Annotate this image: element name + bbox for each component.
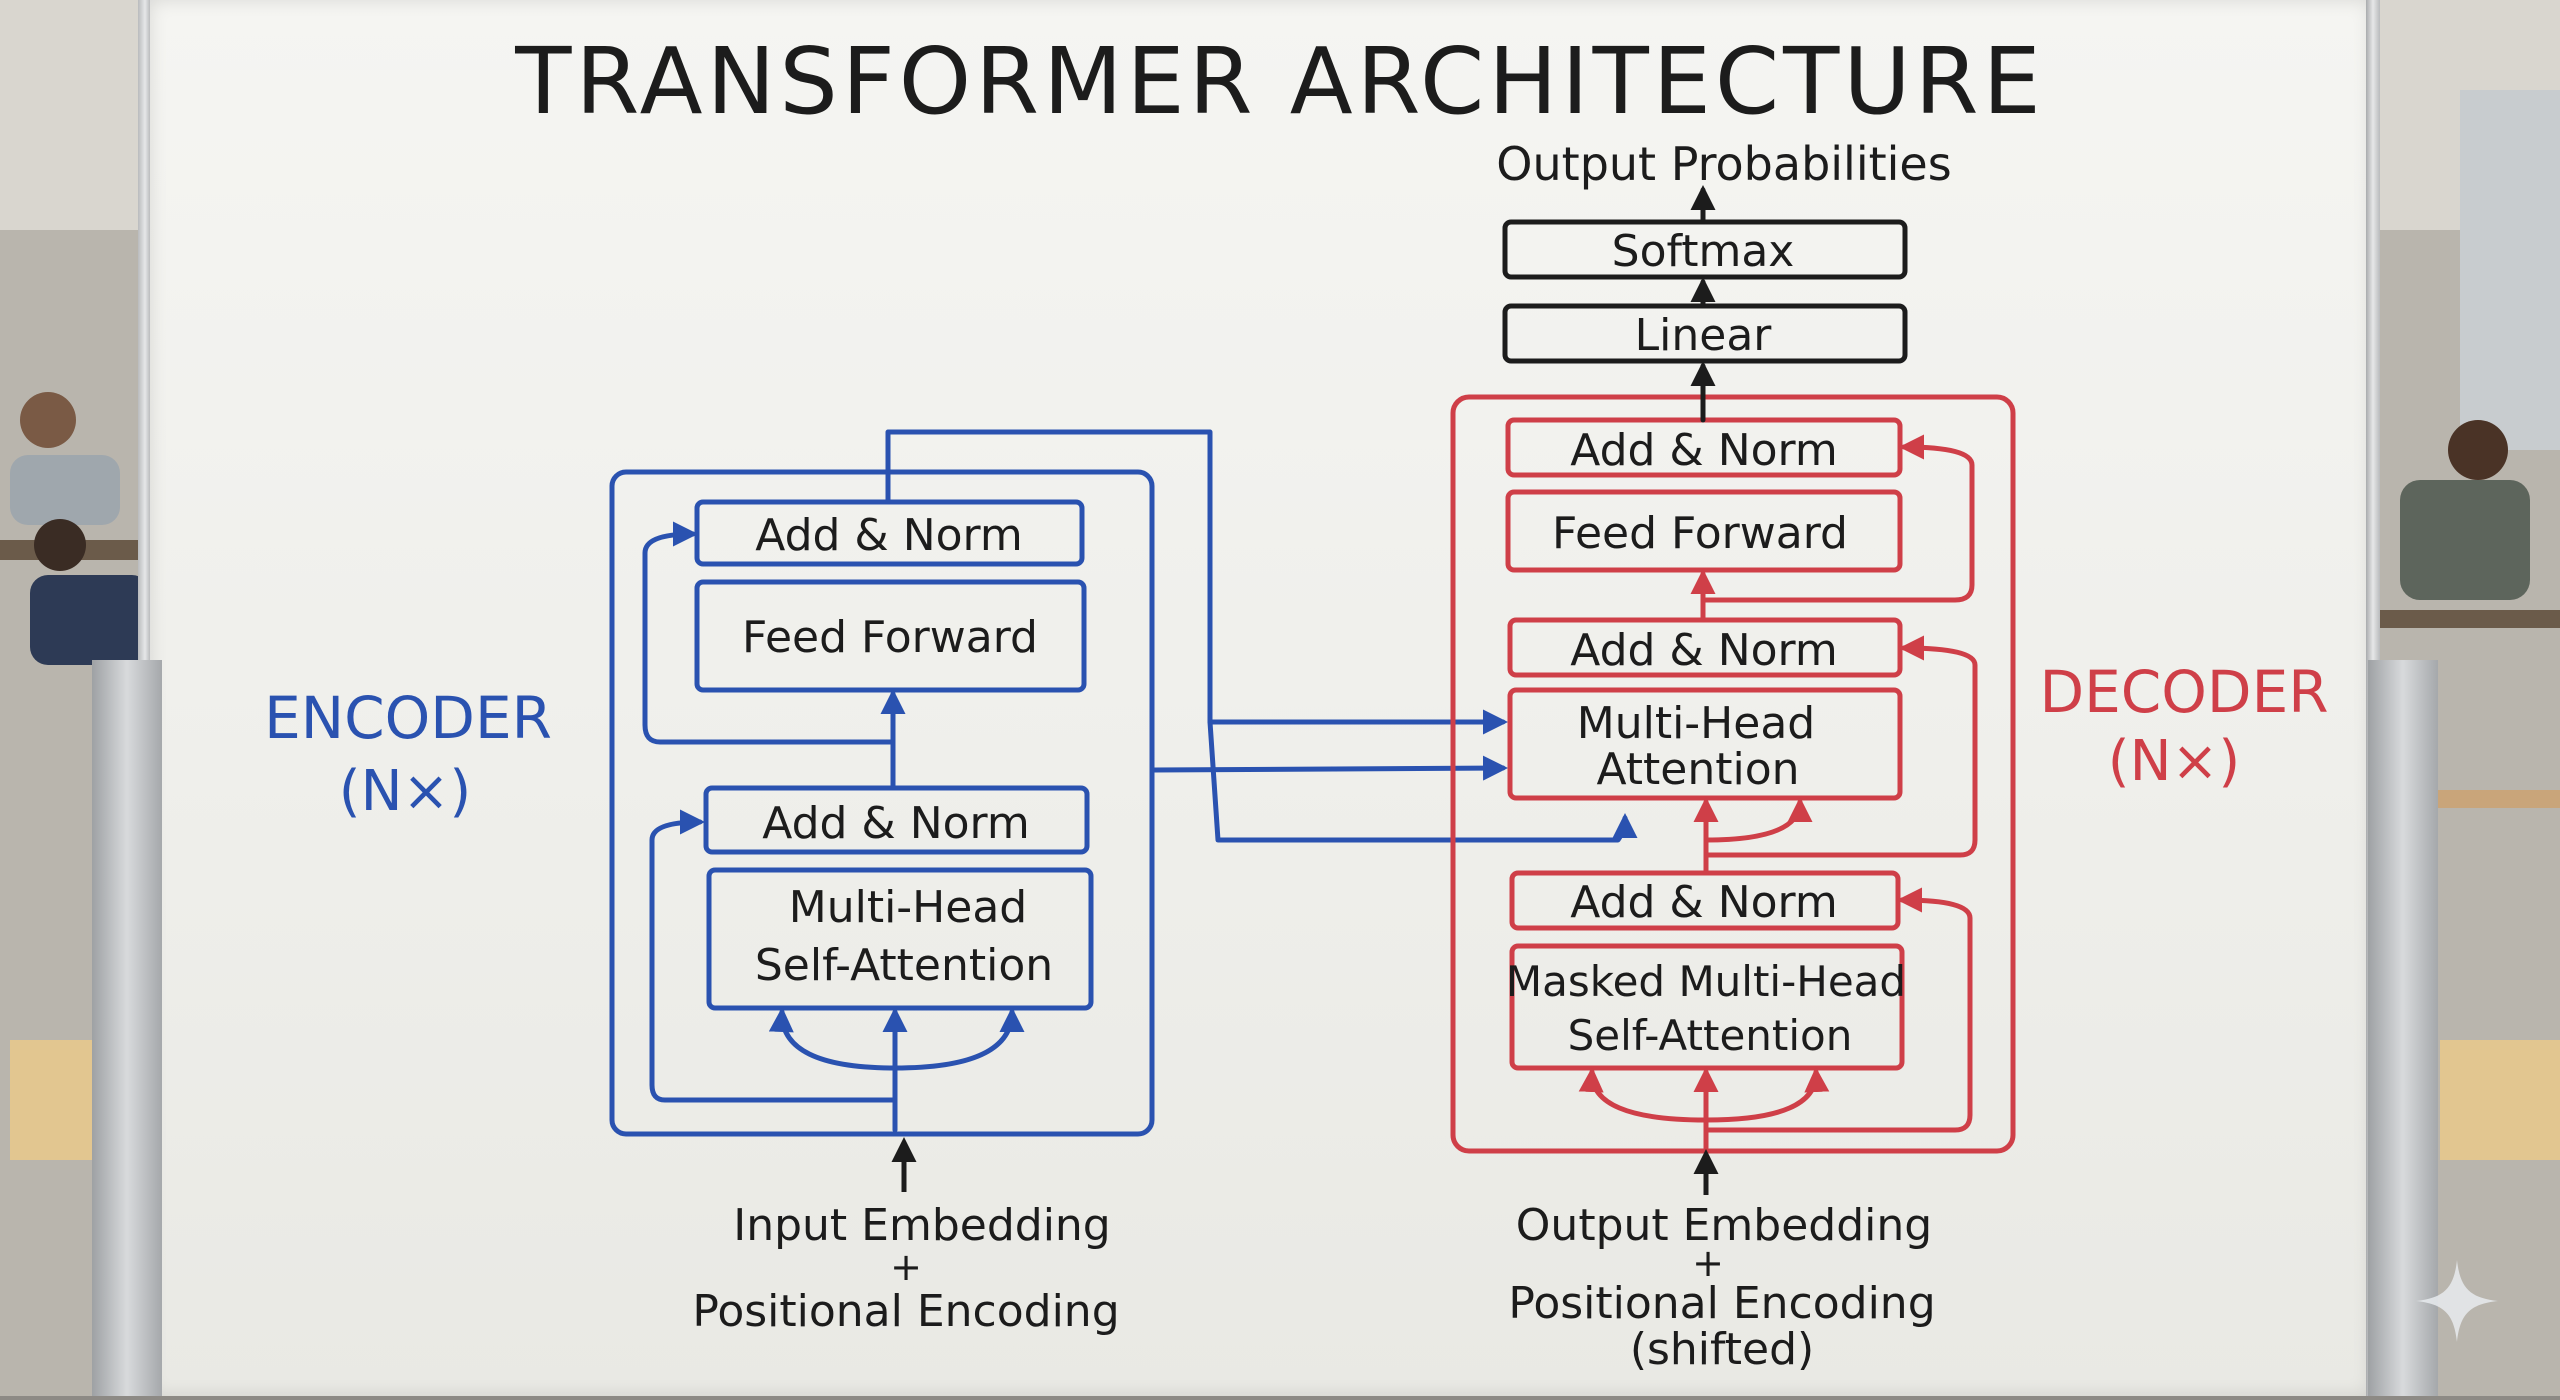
decoder-query-right [1703, 797, 1813, 843]
encoder-residual-bottom [649, 809, 898, 1103]
diagram-title: TRANSFORMER ARCHITECTURE [515, 28, 2045, 135]
decoder-labels: Add & Norm Feed Forward Add & Norm Multi… [1506, 425, 2329, 1375]
decoder-cross-attention-line2: Attention [1596, 744, 1799, 795]
encoder-input-line2: Positional Encoding [692, 1286, 1119, 1337]
output-head [1502, 185, 1908, 423]
decoder-masked-attention-line1: Masked Multi-Head [1506, 957, 1906, 1006]
encoder-residual-top [642, 521, 896, 745]
encoder-input-plus: + [890, 1245, 922, 1289]
encoder-labels: Add & Norm Feed Forward Add & Norm Multi… [264, 510, 1120, 1337]
decoder-stack [1450, 394, 2016, 1154]
encoder-repeat: (N×) [339, 759, 472, 824]
encoder-output-low [1207, 719, 1638, 843]
decoder-add-norm-bottom-label: Add & Norm [1570, 877, 1837, 928]
encoder-qkv-left [768, 1007, 898, 1071]
decoder-qkv-right [1703, 1067, 1830, 1123]
decoder-feed-forward-label: Feed Forward [1552, 508, 1848, 559]
decoder-residual-mid [1703, 635, 1978, 858]
encoder-qkv-right [892, 1007, 1025, 1071]
encoder-stack [609, 429, 1638, 1137]
decoder-input-plus: + [1692, 1241, 1724, 1285]
encoder-add-norm-bottom-label: Add & Norm [762, 798, 1029, 849]
decoder-cross-attention-line1: Multi-Head [1577, 698, 1815, 749]
encoder-output-up [885, 429, 1508, 735]
decoder-input-line1: Output Embedding [1516, 1200, 1932, 1251]
decoder-title: DECODER [2039, 658, 2328, 726]
encoder-title: ENCODER [264, 684, 552, 752]
decoder-residual-top [1700, 434, 1975, 603]
decoder-residual-bottom [1703, 887, 1973, 1133]
output-probabilities-label: Output Probabilities [1496, 137, 1951, 191]
decoder-repeat: (N×) [2108, 729, 2241, 794]
encoder-add-norm-bottom-box [703, 785, 1090, 855]
encoder-add-norm-top-label: Add & Norm [755, 510, 1022, 561]
encoder-attention-label-line2: Self-Attention [755, 940, 1053, 991]
encoder-outer-frame [609, 469, 1155, 1137]
decoder-qkv-left [1578, 1067, 1709, 1123]
encoder-feed-forward-label: Feed Forward [742, 612, 1038, 663]
encoder-input-line1: Input Embedding [733, 1200, 1110, 1251]
softmax-label: Softmax [1612, 226, 1795, 277]
whiteboard-stand-right [2368, 660, 2438, 1396]
decoder-add-norm-top-label: Add & Norm [1570, 425, 1837, 476]
decoder-masked-attention-line2: Self-Attention [1568, 1011, 1853, 1060]
whiteboard-stand-left [92, 660, 162, 1396]
encoder-attention-label-line1: Multi-Head [789, 882, 1027, 933]
output-labels: Linear Softmax Output Probabilities [1496, 137, 1951, 361]
decoder-input-line2: Positional Encoding [1508, 1278, 1935, 1329]
decoder-outer-frame [1450, 394, 2016, 1154]
whiteboard [150, 0, 2370, 1396]
decoder-input-line3: (shifted) [1630, 1324, 1814, 1375]
sparkle-icon [2416, 1260, 2498, 1342]
decoder-add-norm-mid-label: Add & Norm [1570, 625, 1837, 676]
linear-label: Linear [1635, 310, 1773, 361]
